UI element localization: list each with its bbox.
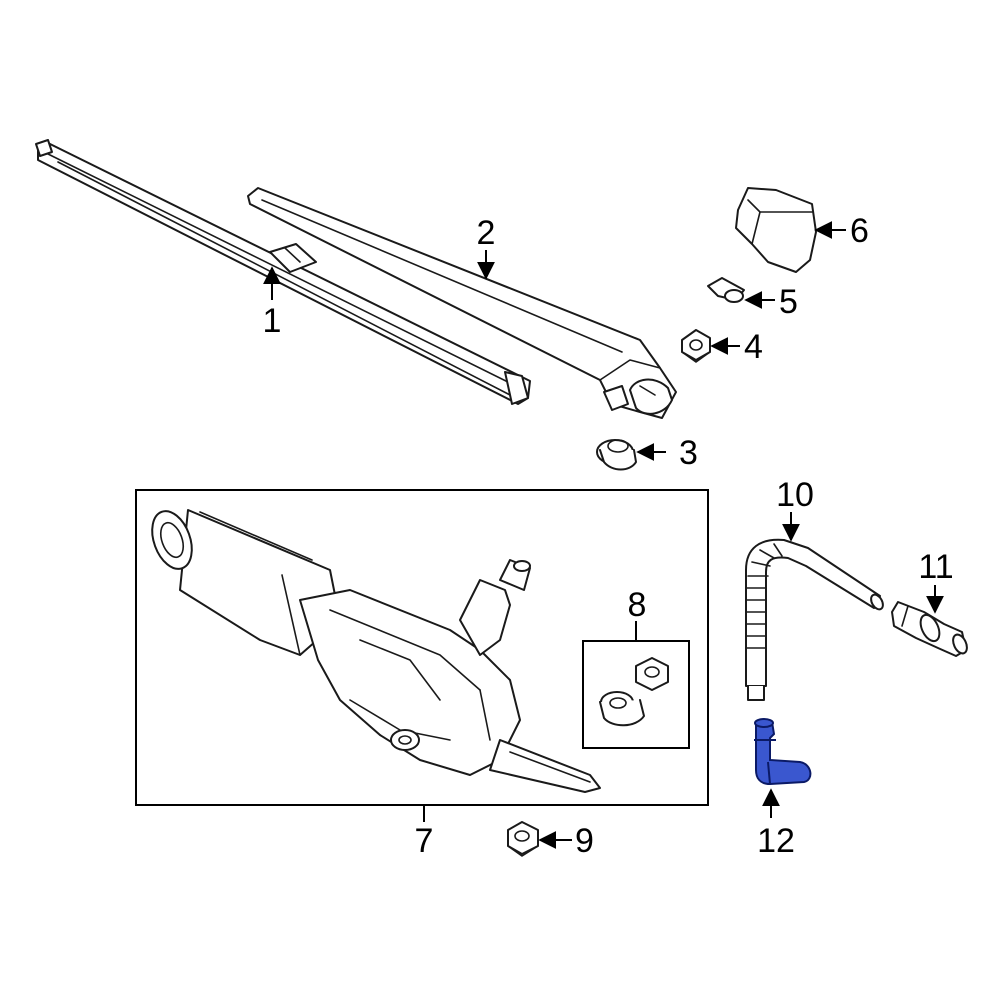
hardware-kit-icon[interactable] — [599, 657, 669, 727]
hose-connector-icon[interactable] — [891, 601, 970, 657]
clip-icon[interactable] — [707, 277, 745, 303]
motor-assembly-box — [135, 489, 709, 806]
elbow-connector-icon[interactable] — [754, 718, 812, 786]
callout-3: 3 — [679, 434, 698, 472]
callout-6: 6 — [850, 212, 869, 250]
callout-1: 1 — [263, 302, 282, 340]
callout-5: 5 — [779, 283, 798, 321]
washer-hose-icon[interactable] — [745, 538, 885, 701]
callout-4: 4 — [744, 328, 763, 366]
leader-lines — [263, 221, 944, 849]
wiper-arm-icon[interactable] — [247, 187, 677, 419]
nut-icon[interactable] — [681, 329, 711, 363]
wiper-motor-icon[interactable] — [145, 506, 601, 793]
grommet-icon[interactable] — [596, 439, 637, 471]
callout-11: 11 — [918, 548, 953, 586]
callout-2: 2 — [477, 214, 496, 252]
callout-9: 9 — [575, 822, 594, 860]
wiper-blade-icon[interactable] — [35, 139, 531, 405]
nut-icon[interactable] — [507, 821, 539, 857]
arm-cap-icon[interactable] — [735, 187, 817, 273]
callout-12: 12 — [757, 822, 795, 860]
callout-8: 8 — [628, 586, 647, 624]
callout-7: 7 — [415, 822, 434, 860]
hardware-kit-box — [582, 640, 690, 749]
callout-10: 10 — [776, 476, 814, 514]
